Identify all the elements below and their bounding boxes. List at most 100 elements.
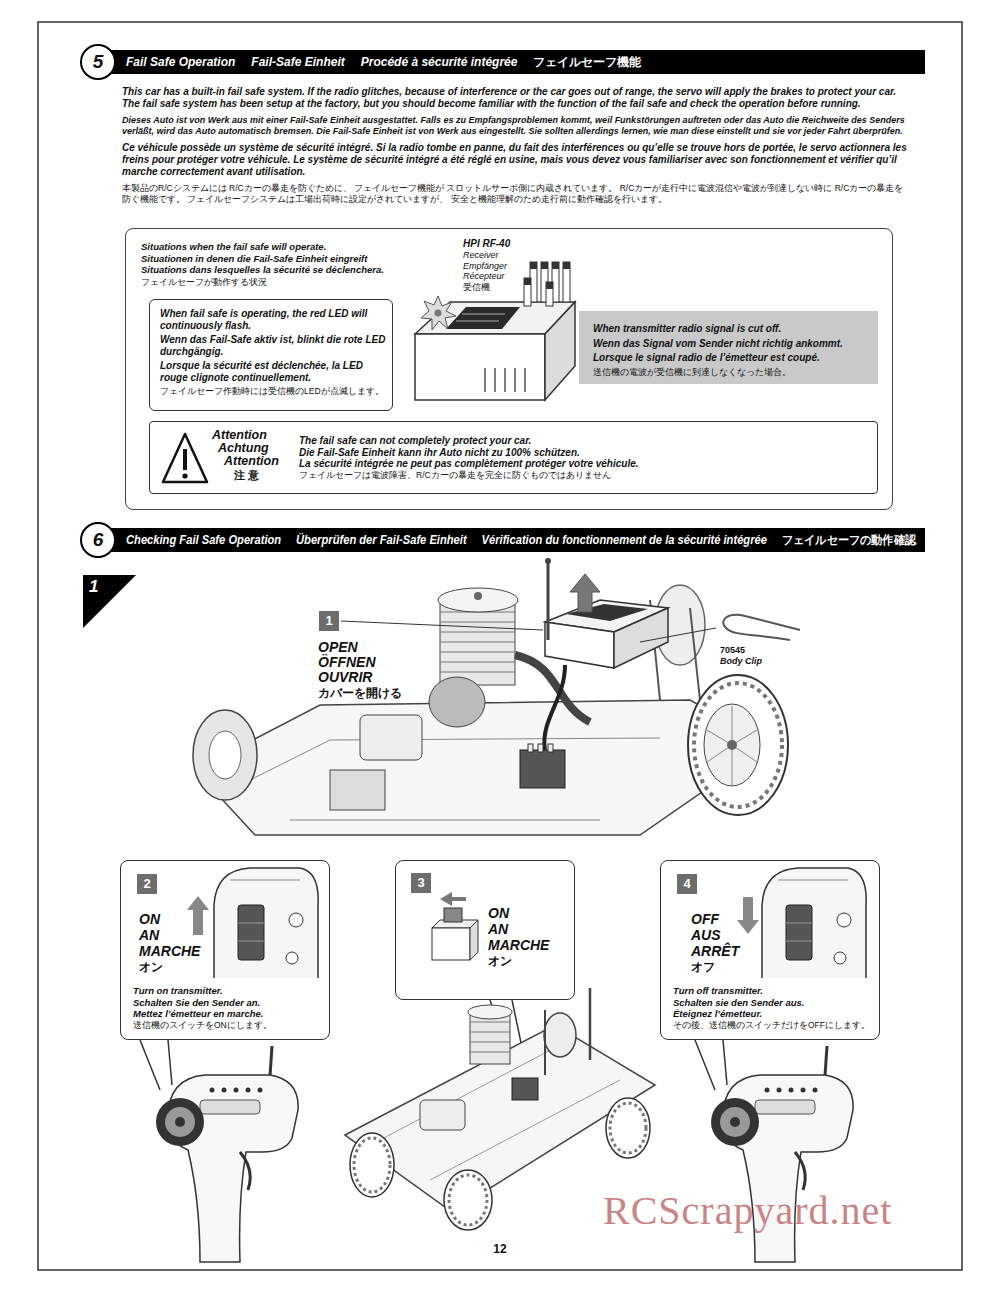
note-text: When transmitter radio signal is cut off…: [593, 323, 868, 335]
transmitter: [755, 1100, 815, 1114]
transmitter: [165, 1107, 195, 1137]
receiver-drawing: [456, 314, 505, 321]
transmitter-closeup: [762, 868, 866, 978]
instruction-label: OPEN: [318, 640, 428, 655]
transmitter-closeup: [786, 905, 812, 960]
section-title: Vérification du fonctionnement de la séc…: [482, 530, 767, 550]
transmitter: [789, 1088, 794, 1093]
callout-text: フェイルセーフ作動時には受信機のLEDが点滅します。: [160, 386, 386, 397]
switch-state: MARCHE: [488, 937, 572, 953]
page-frame: [38, 22, 962, 1270]
transmitter: [240, 1152, 250, 1190]
switch-state: AN: [139, 927, 217, 943]
instruction-text: Schalten Sie den Sender an.: [133, 997, 325, 1009]
switch-drawing: [432, 892, 478, 960]
receiver-drawing: [546, 282, 553, 306]
receiver-label: HPI RF-40: [463, 238, 533, 250]
transmitter-closeup: [187, 868, 318, 978]
receiver-drawing: [552, 262, 559, 269]
switch-drawing: [444, 908, 462, 922]
car-illustration: [470, 1012, 510, 1064]
text-group: This car has a built-in fail safe system…: [122, 86, 912, 205]
leader-line: [640, 628, 716, 642]
direction-arrow: [737, 897, 759, 934]
switch-drawing: [440, 892, 466, 906]
direction-arrow: [737, 897, 759, 934]
receiver-drawing: [415, 334, 545, 400]
text-group: ONANMARCHEオン: [488, 905, 572, 969]
car-illustration: [688, 675, 788, 815]
car-illustration: [230, 738, 660, 820]
step-triangle: [83, 575, 136, 628]
receiver-drawing: [524, 278, 531, 285]
text-group: 12: [480, 1242, 520, 1256]
receiver-drawing: [546, 282, 553, 289]
transmitter: [813, 1088, 818, 1093]
transmitter: [258, 1088, 263, 1093]
transmitter: [156, 1046, 298, 1262]
transmitter: [222, 1088, 227, 1093]
car-illustration: [727, 740, 737, 750]
instruction-text: Turn off transmitter.: [673, 985, 876, 997]
text-group: Turn off transmitter.Schalten sie den Se…: [673, 985, 876, 1031]
transmitter-closeup: [286, 952, 298, 964]
car-illustration: [544, 665, 565, 750]
transmitter-closeup: [289, 913, 303, 927]
section-title: Fail-Safe Einheit: [251, 52, 344, 72]
switch-state: ARRÊT: [691, 943, 771, 959]
text-group: 6: [80, 528, 116, 552]
callout-text: Wenn das Fail-Safe aktiv ist, blinkt die…: [160, 334, 386, 357]
panel-heading: フェイルセーフが動作する状況: [141, 276, 461, 288]
car-illustration: [440, 612, 515, 672]
switch-state: MARCHE: [139, 943, 217, 959]
transmitter-closeup: [238, 905, 264, 960]
car-illustration: [449, 1175, 487, 1225]
transmitter: [210, 1088, 215, 1093]
receiver-drawing: [530, 262, 537, 269]
section-number: 6: [80, 528, 116, 552]
switch-state: ON: [488, 905, 572, 921]
transmitter: [765, 1088, 770, 1093]
text-group: OPENÖFFNENOUVRIRカバーを開ける: [318, 640, 428, 701]
led-callout: When fail safe is operating, the red LED…: [149, 299, 393, 411]
transmitter-closeup: [834, 952, 846, 964]
receiver-drawing: [415, 262, 575, 400]
switch-state: AUS: [691, 927, 771, 943]
callout-number-text: 4: [677, 876, 697, 892]
car-illustration: [589, 988, 592, 1060]
switch-state: オン: [139, 959, 217, 975]
body-clip-drawing: [723, 615, 800, 640]
warning-triangle: [163, 434, 207, 482]
text-group: When transmitter radio signal is cut off…: [593, 323, 868, 378]
text-group: The fail safe can not completely protect…: [299, 435, 869, 481]
transmitter-closeup: [786, 923, 812, 941]
body-clip-drawing: [723, 615, 800, 640]
text-group: Turn on transmitter.Schalten Sie den Sen…: [133, 985, 325, 1031]
warning-triangle: [163, 434, 207, 482]
step-number: 1: [89, 577, 113, 597]
text-group: Achtung: [218, 442, 308, 455]
transmitter: [246, 1088, 251, 1093]
panel-heading: Situationen in denen die Fail-Safe Einhe…: [141, 253, 461, 265]
warning-triangle: [182, 473, 187, 478]
page-number: 12: [480, 1242, 520, 1256]
warning-word: 注 意: [234, 469, 294, 482]
text-group: Fail Safe OperationFail-Safe EinheitProc…: [126, 52, 641, 72]
receiver-drawing: [446, 307, 520, 329]
switch-drawing: [432, 928, 470, 960]
section-title: フェイルセーフの動作確認: [782, 530, 916, 550]
text-group: HPI RF-40ReceiverEmpfängerRécepteur受信機: [463, 238, 533, 293]
car-illustration: [570, 574, 600, 612]
car-illustration: [704, 704, 760, 786]
car-illustration: [548, 744, 553, 752]
callout-number-text: 2: [137, 876, 157, 892]
car-illustration: [606, 1098, 650, 1158]
section-header: 5Fail Safe OperationFail-Safe EinheitPro…: [80, 44, 925, 80]
transmitter-closeup: [778, 880, 848, 881]
warning-text: Die Fail-Safe Einheit kann ihr Auto nich…: [299, 447, 869, 459]
leader-line: [341, 621, 716, 642]
car-illustration: [209, 731, 241, 779]
car-illustration: [440, 600, 515, 685]
note-text: Wenn das Signal vom Sender nicht richtig…: [593, 338, 868, 350]
instruction-label: OUVRIR: [318, 670, 428, 685]
